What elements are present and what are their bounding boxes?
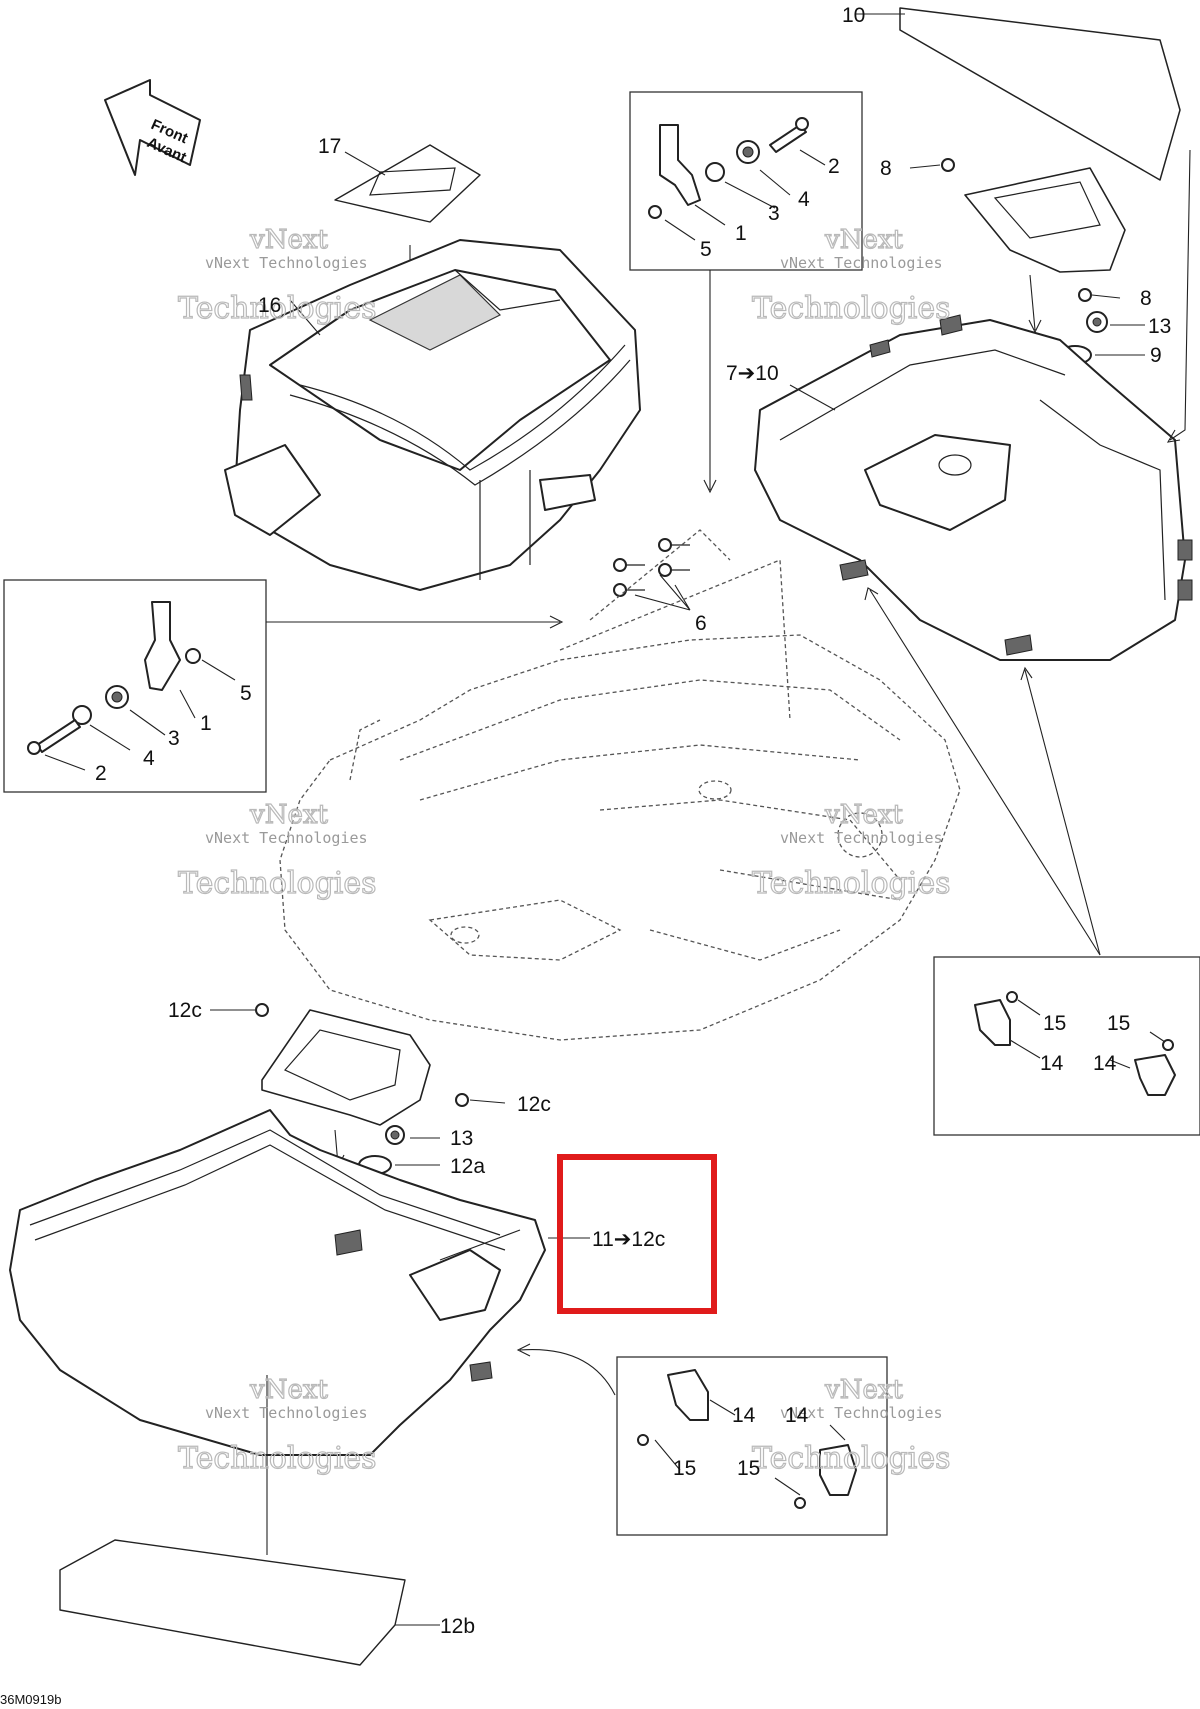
callout-1-top: 1 [735, 222, 747, 245]
leader-arrow [1166, 149, 1191, 443]
watermark-bottom-right: vNext vNext Technologies Technologies [751, 1374, 951, 1476]
svg-text:Technologies: Technologies [752, 1441, 951, 1476]
leader-arrow [703, 270, 717, 494]
callout-3-left: 3 [168, 727, 180, 750]
svg-text:Technologies: Technologies [752, 866, 951, 901]
leader-line [344, 151, 386, 176]
watermark-top-right: vNext vNext Technologies Technologies [751, 224, 951, 326]
side-case-left [9, 1109, 546, 1456]
front-direction-arrow: Front Avant [104, 79, 201, 176]
callout-12c-right: 12c [517, 1093, 551, 1116]
svg-text:vNext: vNext [824, 225, 903, 255]
latch-right [974, 991, 1176, 1096]
hinge-assembly-left [27, 601, 201, 755]
leader-line [654, 1399, 846, 1496]
callout-13-top: 13 [1148, 315, 1171, 338]
leader-line [289, 299, 321, 336]
callout-14-bottom-b: 14 [785, 1404, 809, 1427]
leader-line [664, 149, 826, 241]
watermark-bottom-left: vNext vNext Technologies Technologies [177, 1374, 377, 1476]
side-case-right [754, 314, 1193, 661]
leader-arrow [864, 587, 1101, 956]
svg-text:vNext Technologies: vNext Technologies [205, 254, 368, 272]
callout-10: 10 [842, 4, 865, 27]
svg-text:vNext Technologies: vNext Technologies [780, 254, 943, 272]
callout-16: 16 [258, 294, 281, 317]
svg-text:vNext: vNext [824, 800, 903, 830]
callout-15-bottom-a: 15 [673, 1457, 696, 1480]
callout-12c-top: 12c [168, 999, 202, 1022]
callout-9: 9 [1150, 344, 1162, 367]
callout-8-top: 8 [880, 157, 892, 180]
callout-4-top: 4 [798, 188, 810, 211]
detail-box-hinge-left [3, 579, 267, 793]
callout-3-top: 3 [768, 202, 780, 225]
leader-arrow [1028, 274, 1042, 334]
sticker-17-band [369, 167, 456, 196]
watermark-mid-right: vNext vNext Technologies Technologies [751, 799, 951, 901]
svg-text:vNext Technologies: vNext Technologies [205, 829, 368, 847]
leader-line [1095, 324, 1145, 356]
callout-6: 6 [695, 612, 707, 635]
svg-text:vNext: vNext [249, 1375, 328, 1405]
svg-text:vNext Technologies: vNext Technologies [780, 1404, 943, 1422]
leader-line [44, 659, 236, 771]
top-case-lid-panel [899, 7, 1181, 181]
svg-text:Technologies: Technologies [178, 866, 377, 901]
callout-2-left: 2 [95, 762, 107, 785]
callout-15-right-b: 15 [1107, 1012, 1130, 1035]
svg-text:Technologies: Technologies [178, 291, 377, 326]
svg-text:vNext: vNext [249, 800, 328, 830]
callout-14-bottom-a: 14 [732, 1404, 756, 1427]
rear-frame-outline [279, 529, 961, 1041]
callout-7-to-10: 7➔10 [726, 362, 779, 385]
leader-arrow [266, 615, 564, 629]
callout-14-right-b: 14 [1093, 1052, 1117, 1075]
highlight-box [557, 1154, 717, 1314]
leader-arrow [1020, 666, 1101, 956]
svg-text:vNext: vNext [824, 1375, 903, 1405]
detail-box-hinge-top [629, 91, 863, 271]
leader-arrow [516, 1343, 616, 1396]
callout-5-top: 5 [700, 238, 712, 261]
callout-1-left: 1 [200, 712, 212, 735]
latch-bottom [637, 1369, 857, 1509]
callout-5-left: 5 [240, 682, 252, 705]
svg-text:vNext Technologies: vNext Technologies [205, 1404, 368, 1422]
drawing-id: 36M0919b [0, 1692, 61, 1707]
leader-line [210, 1009, 506, 1104]
callout-15-bottom-b: 15 [737, 1457, 760, 1480]
side-case-lid-liner [261, 1009, 431, 1126]
svg-text:vNext Technologies: vNext Technologies [780, 829, 943, 847]
callout-12a: 12a [450, 1155, 485, 1178]
sticker-17 [334, 144, 481, 223]
top-case-16 [224, 239, 641, 591]
hinge-assembly-top [648, 117, 809, 219]
top-case-lid-liner [964, 167, 1126, 273]
svg-text:Technologies: Technologies [752, 291, 951, 326]
detail-box-latch-right [933, 956, 1200, 1136]
svg-text:Technologies: Technologies [178, 1441, 377, 1476]
leader-line [1009, 999, 1166, 1069]
callout-2-top: 2 [828, 155, 840, 178]
svg-text:vNext: vNext [249, 225, 328, 255]
callout-17: 17 [318, 135, 341, 158]
callout-14-right-a: 14 [1040, 1052, 1064, 1075]
callout-15-right-a: 15 [1043, 1012, 1066, 1035]
callout-4-left: 4 [143, 747, 155, 770]
callout-8-bottom: 8 [1140, 287, 1152, 310]
detail-box-latch-bottom [616, 1356, 888, 1536]
leader-line [634, 574, 691, 611]
callout-11-to-12c: 11➔12c [592, 1228, 665, 1251]
leader-line [395, 1137, 440, 1166]
watermark-top-left: vNext vNext Technologies Technologies [177, 224, 377, 326]
watermark-mid-left: vNext vNext Technologies Technologies [177, 799, 377, 901]
leader-line [909, 164, 1121, 299]
leader-line [789, 384, 836, 411]
callout-12b: 12b [440, 1615, 475, 1638]
callout-13-bottom: 13 [450, 1127, 473, 1150]
sticker-12b [59, 1539, 406, 1666]
